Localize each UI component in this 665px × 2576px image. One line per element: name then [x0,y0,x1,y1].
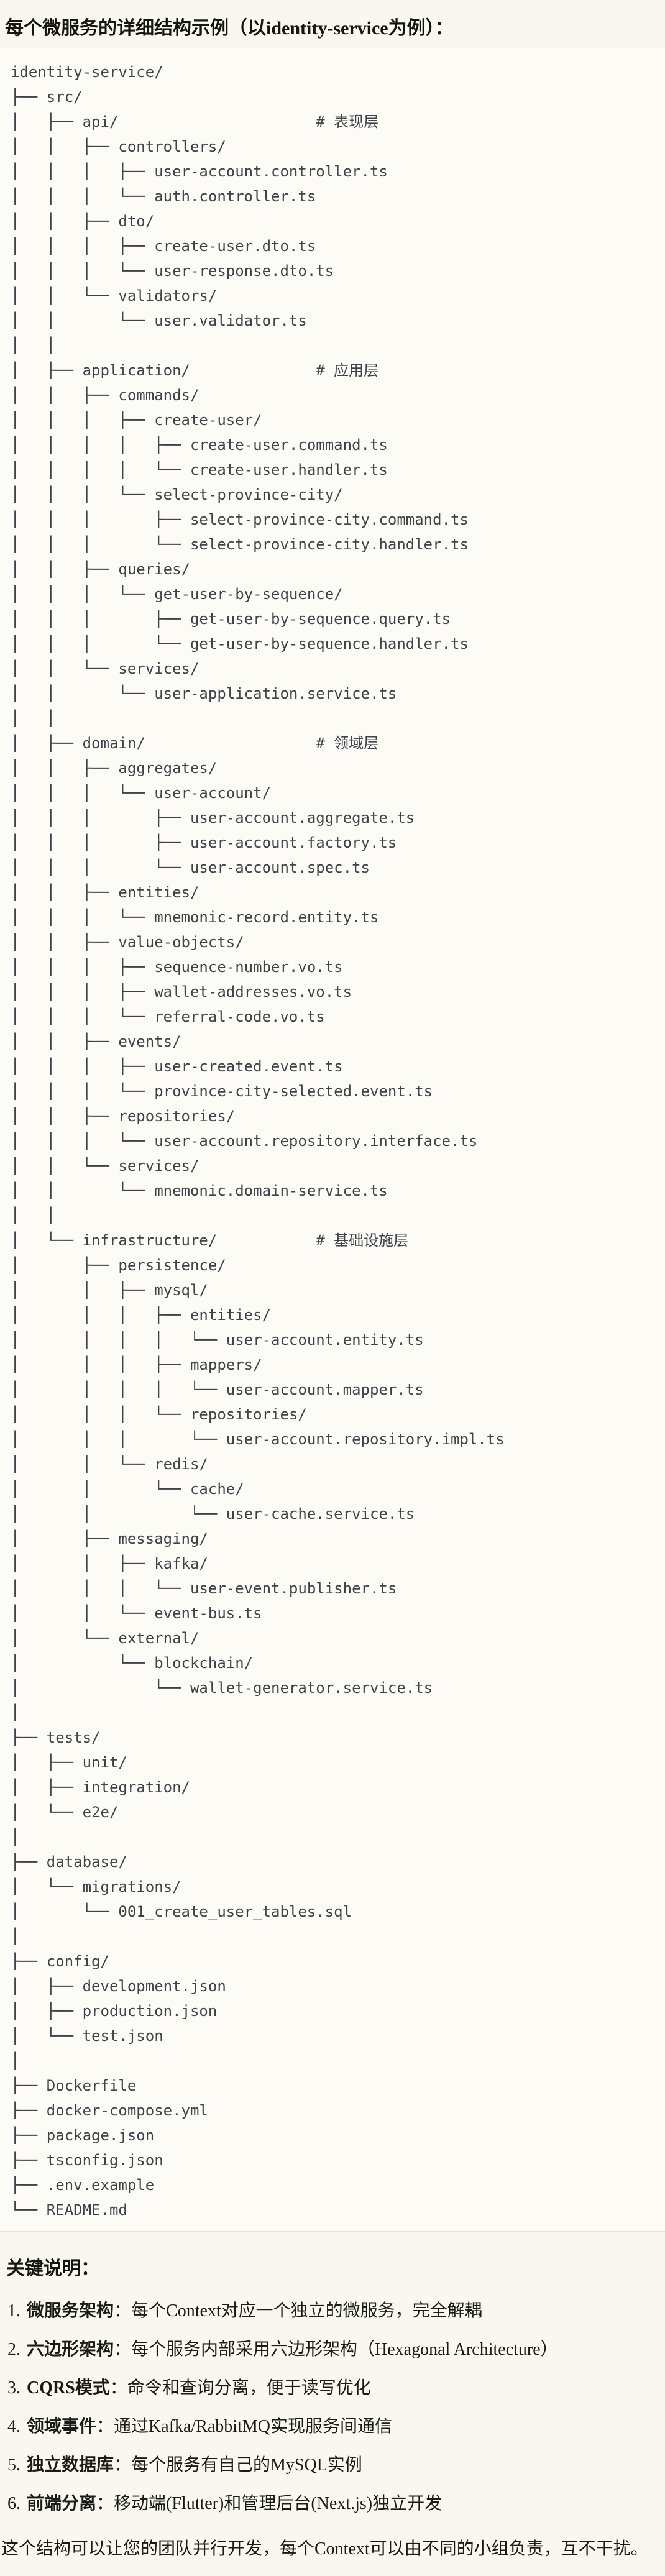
note-item: 2. 六边形架构：每个服务内部采用六边形架构（Hexagonal Architec… [7,2337,658,2362]
note-item: 1. 微服务架构：每个Context对应一个独立的微服务，完全解耦 [7,2299,658,2323]
page-title: 每个微服务的详细结构示例（以identity-service为例）： [5,18,454,39]
note-item: 5. 独立数据库：每个服务有自己的MySQL实例 [7,2453,658,2477]
note-term: 微服务架构 [27,2301,114,2321]
note-item: 3. CQRS模式：命令和查询分离，便于读写优化 [7,2376,658,2400]
note-item: 4. 领域事件：通过Kafka/RabbitMQ实现服务间通信 [7,2414,658,2439]
note-item: 6. 前端分离：移动端(Flutter)和管理后台(Next.js)独立开发 [7,2491,658,2516]
note-number: 3. [7,2378,21,2398]
notes-heading: 关键说明： [6,2258,99,2279]
note-term: 六边形架构 [27,2340,114,2359]
note-text: ：移动端(Flutter)和管理后台(Next.js)独立开发 [96,2494,443,2513]
closing-paragraph: 这个结构可以让您的团队并行开发，每个Context可以由不同的小组负责，互不干扰… [1,2539,648,2559]
note-text: ：命令和查询分离，便于读写优化 [109,2378,371,2398]
code-block: identity-service/ ├── src/ │ ├── api/ # … [0,48,665,2232]
directory-tree: identity-service/ ├── src/ │ ├── api/ # … [11,63,505,2219]
note-term: CQRS模式 [27,2378,110,2398]
note-number: 5. [7,2455,21,2475]
note-text: ：每个服务有自己的MySQL实例 [114,2455,362,2475]
note-number: 2. [7,2340,21,2359]
note-number: 6. [7,2494,21,2513]
note-text: ：通过Kafka/RabbitMQ实现服务间通信 [96,2417,392,2436]
note-text: ：每个Context对应一个独立的微服务，完全解耦 [114,2301,482,2321]
note-text: ：每个服务内部采用六边形架构（Hexagonal Architecture） [114,2340,558,2359]
notes-section: 关键说明： 1. 微服务架构：每个Context对应一个独立的微服务，完全解耦 2… [1,2257,658,2561]
note-number: 4. [7,2417,21,2436]
note-number: 1. [7,2301,21,2321]
note-term: 前端分离 [27,2494,97,2513]
note-term: 独立数据库 [27,2455,114,2475]
notes-list: 1. 微服务架构：每个Context对应一个独立的微服务，完全解耦 2. 六边形架构… [6,2299,658,2516]
note-term: 领域事件 [27,2417,97,2436]
